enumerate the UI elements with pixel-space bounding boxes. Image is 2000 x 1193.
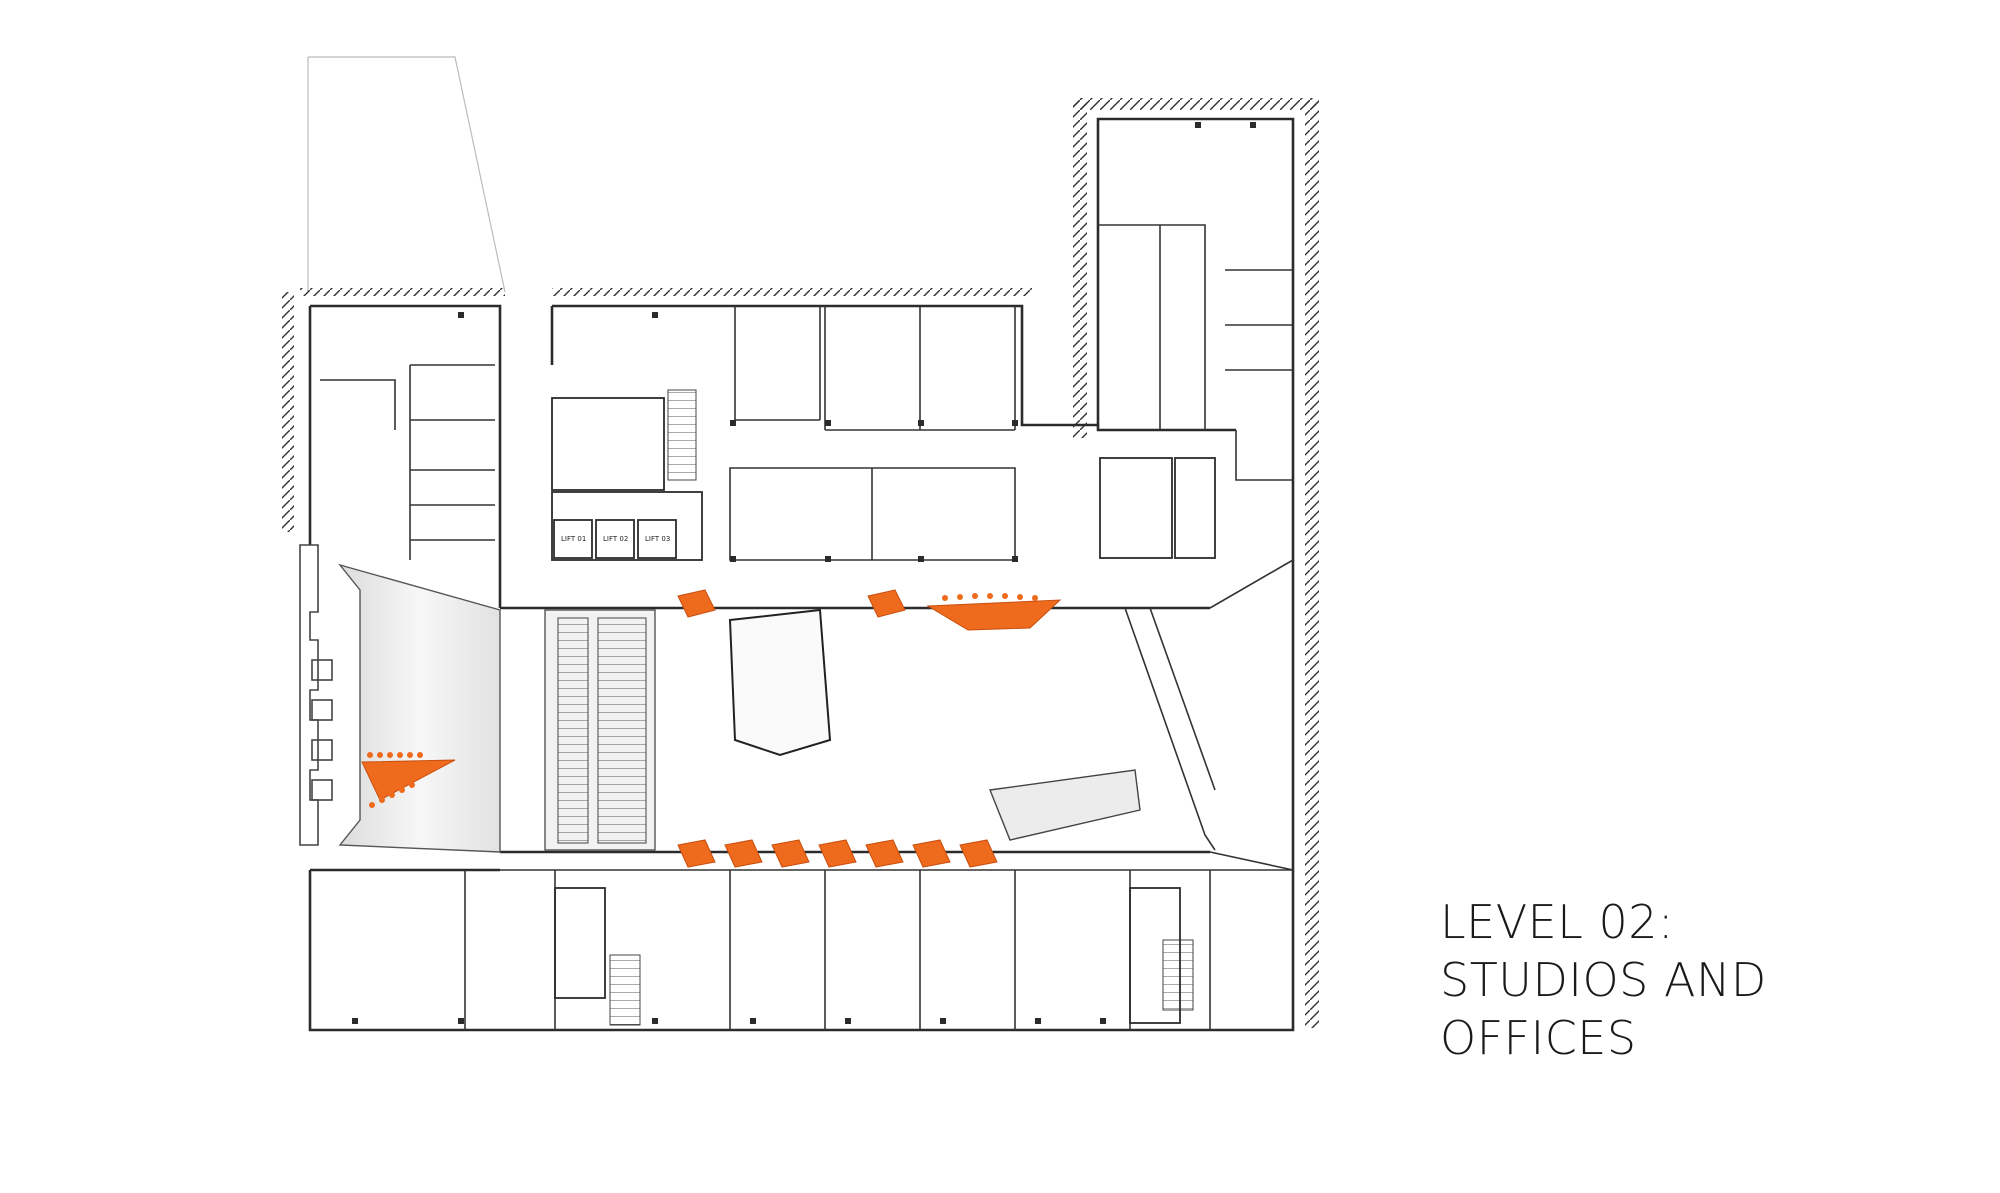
service-cores (551, 397, 1216, 1024)
lift-label: LIFT 01 (561, 535, 586, 543)
building-walls (308, 117, 1295, 1032)
exterior-facade-hatching (282, 98, 1319, 1028)
caption-line-studios: STUDIOS AND (1440, 953, 1767, 1007)
seating-cluster (677, 589, 716, 618)
seating-cluster (361, 759, 456, 801)
seating-cluster (865, 839, 904, 868)
highlighted-seating (361, 589, 1062, 868)
lift-label: LIFT 03 (645, 535, 670, 543)
seating-cluster (867, 589, 906, 618)
stairs (557, 389, 1194, 1026)
caption-line-level: LEVEL 02: (1440, 895, 1675, 949)
caption-line-offices: OFFICES (1440, 1011, 1637, 1065)
seating-cluster (926, 599, 1062, 631)
site-outline (307, 56, 506, 293)
left-stepped-facade (299, 544, 333, 846)
lift-label: LIFT 02 (603, 535, 628, 543)
plan-caption: LEVEL 02: STUDIOS AND OFFICES (1440, 893, 1767, 1067)
seating-cluster (771, 839, 810, 868)
seating-cluster (818, 839, 857, 868)
seating-cluster (912, 839, 951, 868)
seating-chairs (367, 593, 1038, 808)
seating-cluster (959, 839, 998, 868)
lift-labels: LIFT 01 LIFT 02 LIFT 03 (561, 535, 670, 543)
seating-cluster (677, 839, 716, 868)
seating-cluster (724, 839, 763, 868)
structural-columns (352, 122, 1256, 1024)
